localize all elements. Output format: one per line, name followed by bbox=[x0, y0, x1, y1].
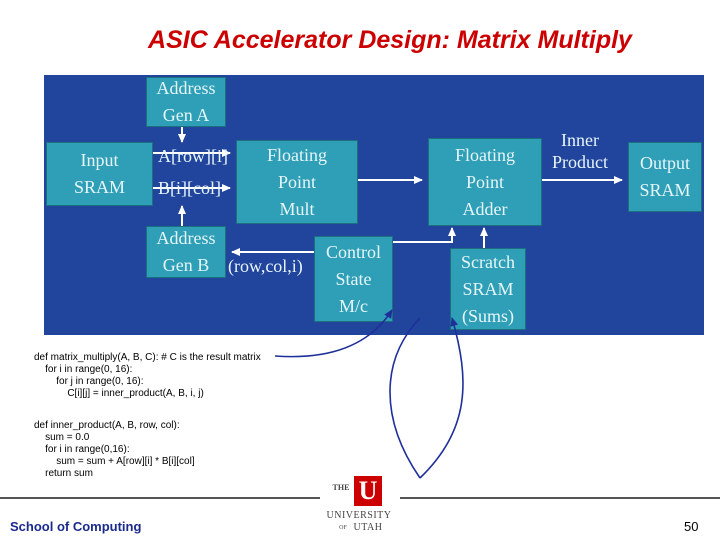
arrow-control-to-adder bbox=[393, 227, 456, 243]
annotation-arrow-to-scratch bbox=[419, 317, 464, 479]
fp-adder-block: Floating Point Adder bbox=[428, 138, 542, 226]
input-sram-block: Input SRAM bbox=[46, 142, 153, 206]
logo-the: THE bbox=[332, 483, 350, 492]
label-row-col-i: (row,col,i) bbox=[228, 256, 303, 276]
page-number: 50 bbox=[684, 519, 699, 534]
code-line: def inner_product(A, B, row, col): bbox=[34, 420, 180, 431]
code-line: C[i][j] = inner_product(A, B, i, j) bbox=[34, 388, 204, 399]
code-line: sum = sum + A[row][i] * B[i][col] bbox=[34, 456, 195, 467]
code-line: sum = 0.0 bbox=[34, 432, 90, 443]
code-line: def matrix_multiply(A, B, C): # C is the… bbox=[34, 352, 261, 363]
output-sram-block: Output SRAM bbox=[628, 142, 702, 212]
logo-university: UNIVERSITY bbox=[326, 510, 392, 521]
code-line: return sum bbox=[34, 468, 93, 479]
address-gen-a-block: Address Gen A bbox=[146, 77, 226, 127]
logo-utah: UTAH bbox=[353, 522, 383, 533]
label-b-col: B[i][col] bbox=[158, 178, 221, 198]
slide-title: ASIC Accelerator Design: Matrix Multiply bbox=[148, 26, 632, 54]
address-gen-b-block: Address Gen B bbox=[146, 226, 226, 278]
code-line: for i in range(0,16): bbox=[34, 444, 130, 455]
logo-of: OF bbox=[339, 525, 347, 531]
label-a-row: A[row][i] bbox=[158, 146, 228, 166]
code-line: for j in range(0, 16): bbox=[34, 376, 144, 387]
footer-rule bbox=[400, 497, 720, 499]
u-mark-icon: U bbox=[354, 476, 382, 506]
code-line: for i in range(0, 16): bbox=[34, 364, 133, 375]
scratch-sram-block: Scratch SRAM (Sums) bbox=[450, 248, 526, 330]
fp-mult-block: Floating Point Mult bbox=[236, 140, 358, 224]
control-state-block: Control State M/c bbox=[314, 236, 393, 322]
label-inner-product: Inner Product bbox=[552, 130, 608, 172]
annotation-arrow-code-to-scratch bbox=[389, 317, 421, 479]
school-name: School of Computing bbox=[10, 519, 142, 534]
annotation-arrow-to-control bbox=[274, 309, 393, 358]
footer-rule bbox=[0, 497, 320, 499]
